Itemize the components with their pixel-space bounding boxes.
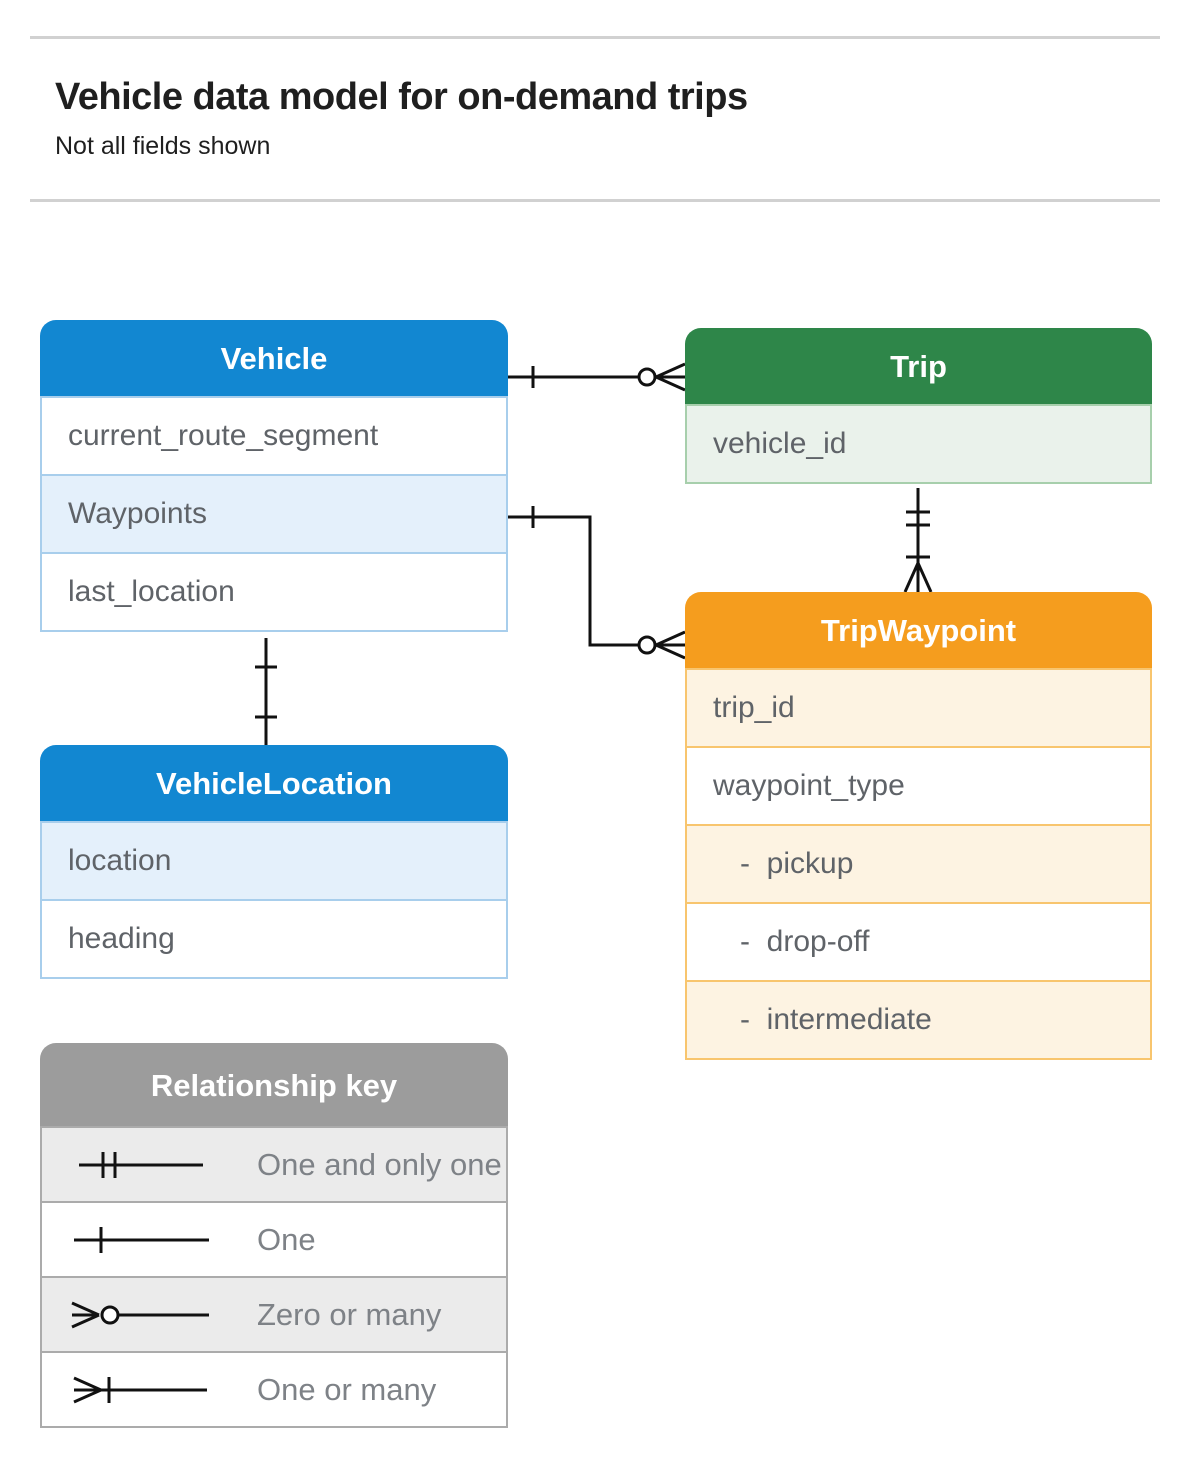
field-label: - drop-off [740,925,870,958]
key-row: One or many [40,1351,508,1428]
field-label: last_location [68,575,235,608]
connector-waypoints-tripwaypoint [507,506,686,660]
field-row: - pickup [685,824,1152,904]
key-label: Zero or many [257,1296,442,1332]
field-label: waypoint_type [713,769,905,802]
key-label: One [257,1221,316,1257]
field-row: last_location [40,552,508,632]
top-divider [30,36,1160,39]
field-row: location [40,821,508,901]
entity-trip-title: Trip [890,349,947,384]
field-row: waypoint_type [685,746,1152,826]
entity-vehicle: Vehicle current_route_segment Waypoints … [40,320,508,632]
entity-tripwaypoint: TripWaypoint trip_id waypoint_type - pic… [685,592,1152,1060]
field-label: - intermediate [740,1003,932,1036]
entity-vehiclelocation-header: VehicleLocation [40,745,508,823]
header-divider [30,199,1160,202]
field-row: - drop-off [685,902,1152,982]
field-label: - pickup [740,847,854,880]
field-row: current_route_segment [40,396,508,476]
key-label: One and only one [257,1146,502,1182]
connector-vehicle-trip [507,362,686,392]
field-label: current_route_segment [68,419,379,452]
relationship-key-title: Relationship key [150,1067,398,1103]
connector-trip-tripwaypoint [903,488,933,593]
entity-vehiclelocation-title: VehicleLocation [155,766,392,801]
field-label: location [68,844,172,877]
entity-vehiclelocation: VehicleLocation location heading [40,745,508,979]
entity-vehicle-title: Vehicle [220,341,328,376]
relationship-key: Relationship key One and only one One [40,1043,508,1428]
one-and-only-one-icon [79,1151,203,1178]
page-title: Vehicle data model for on-demand trips [55,76,748,118]
entity-tripwaypoint-title: TripWaypoint [820,613,1017,648]
page-subtitle: Not all fields shown [55,132,271,160]
one-or-many-icon [73,1376,207,1403]
key-row: One and only one [40,1126,508,1203]
relationship-key-header: Relationship key [40,1043,508,1128]
field-row: trip_id [685,668,1152,748]
connector-vehicle-vehiclelocation [255,638,277,745]
key-row: Zero or many [40,1276,508,1353]
key-row: One [40,1201,508,1278]
one-icon [74,1226,209,1253]
entity-tripwaypoint-header: TripWaypoint [685,592,1152,670]
entity-trip-header: Trip [685,328,1152,406]
key-label: One or many [257,1371,437,1407]
field-row: Waypoints [40,474,508,554]
field-row: vehicle_id [685,404,1152,484]
entity-vehicle-header: Vehicle [40,320,508,398]
zero-or-many-icon [71,1301,209,1328]
field-row: heading [40,899,508,979]
field-label: trip_id [713,691,795,724]
field-row: - intermediate [685,980,1152,1060]
field-label: Waypoints [68,497,207,530]
field-label: heading [68,922,175,955]
field-label: vehicle_id [713,427,847,460]
entity-trip: Trip vehicle_id [685,328,1152,484]
